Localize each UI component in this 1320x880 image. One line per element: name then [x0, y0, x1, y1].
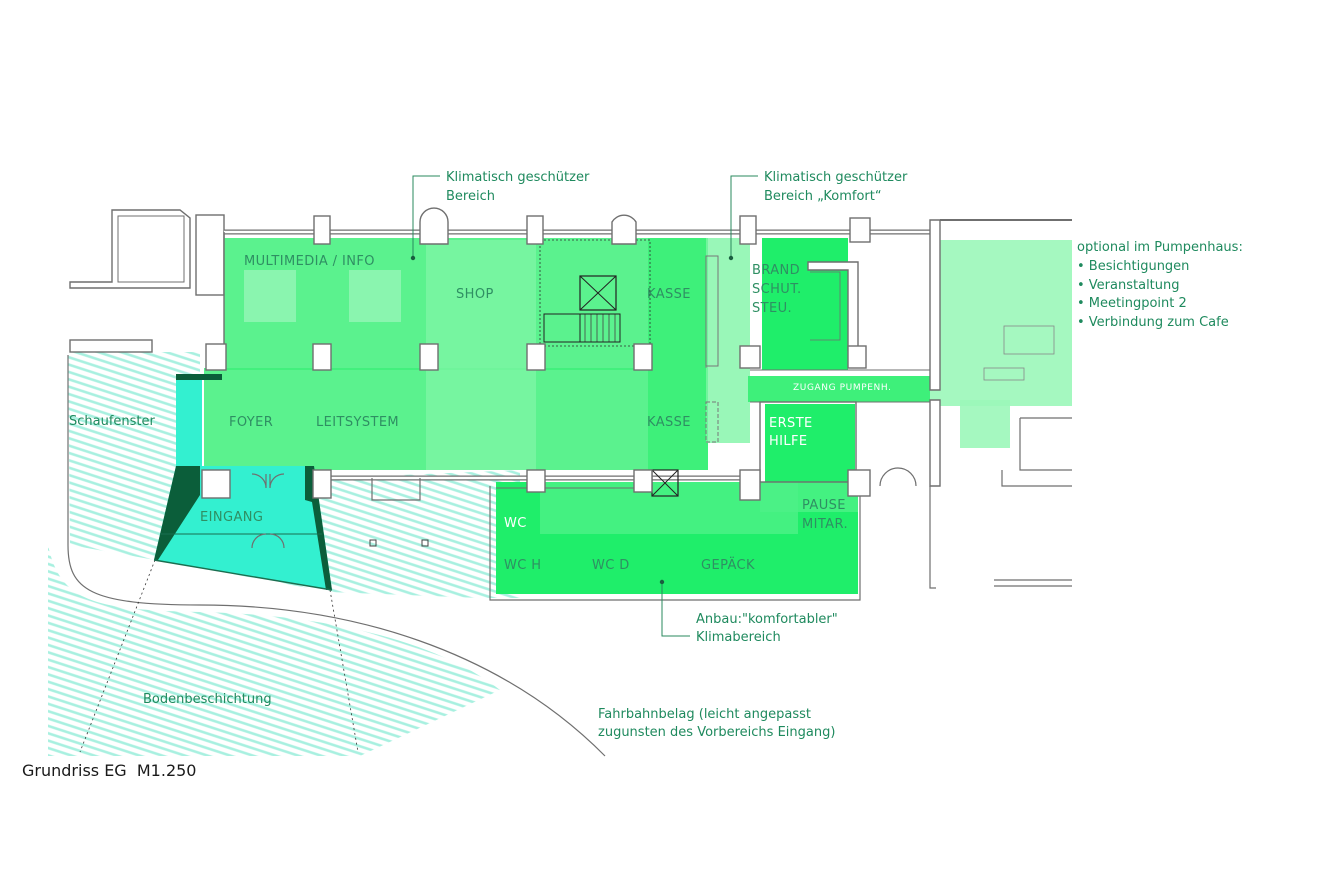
- note-bodenbeschichtung: Bodenbeschichtung: [143, 692, 272, 707]
- note-climate-1-line1: Klimatisch geschützer: [446, 170, 590, 185]
- note-pump-item-4: • Verbindung zum Cafe: [1077, 315, 1229, 330]
- stair-core: [539, 239, 679, 497]
- pump-house-walls: [879, 219, 1072, 589]
- note-climate-2-line2: Bereich „Komfort“: [764, 189, 882, 204]
- leader-lines: [410, 175, 758, 637]
- note-anbau-line2: Klimabereich: [696, 630, 781, 645]
- label-wch: WC H: [504, 558, 541, 573]
- label-leitsystem: LEITSYSTEM: [316, 415, 399, 430]
- columns: [201, 207, 871, 547]
- note-anbau-line1: Anbau:"komfortabler": [696, 612, 838, 627]
- label-wcd: WC D: [592, 558, 630, 573]
- note-schaufenster: Schaufenster: [69, 414, 156, 429]
- label-brand-3: STEU.: [752, 301, 792, 316]
- label-erste-2: HILFE: [769, 434, 808, 449]
- room-labels: MULTIMEDIA / INFO SHOP KASSE BRAND SCHUT…: [200, 254, 892, 573]
- plan-caption: Grundriss EG M1.250: [22, 761, 196, 780]
- note-pump-item-1: • Besichtigungen: [1077, 259, 1189, 274]
- label-pause-2: MITAR.: [802, 517, 848, 532]
- note-fahrbahn-line1: Fahrbahnbelag (leicht angepasst: [598, 707, 811, 722]
- entrance-zone: [153, 374, 333, 591]
- label-foyer: FOYER: [229, 415, 273, 430]
- comfort-zone: [748, 238, 1072, 482]
- label-wc: WC: [504, 516, 527, 531]
- note-climate-1-line2: Bereich: [446, 189, 495, 204]
- left-annex-walls: [69, 209, 225, 353]
- note-climate-2-line1: Klimatisch geschützer: [764, 170, 908, 185]
- note-fahrbahn-line2: zugunsten des Vorbereichs Eingang): [598, 725, 835, 740]
- label-kasse-top: KASSE: [647, 287, 691, 302]
- label-multimedia: MULTIMEDIA / INFO: [244, 254, 375, 269]
- label-eingang: EINGANG: [200, 510, 263, 525]
- label-gepaeck: GEPÄCK: [701, 557, 755, 573]
- note-pump-item-2: • Veranstaltung: [1077, 278, 1180, 293]
- anbau-zone: [496, 482, 858, 594]
- note-pump-title: optional im Pumpenhaus:: [1077, 240, 1243, 255]
- climate-zone-main: [204, 238, 750, 470]
- label-erste-1: ERSTE: [769, 416, 813, 431]
- label-kasse-bottom: KASSE: [647, 415, 691, 430]
- label-zugang: ZUGANG PUMPENH.: [793, 383, 892, 393]
- label-shop: SHOP: [456, 287, 494, 302]
- label-pause-1: PAUSE: [802, 498, 846, 513]
- annotations: Klimatisch geschützer Bereich Klimatisch…: [69, 170, 1243, 740]
- label-brand-2: SCHUT.: [752, 282, 802, 297]
- note-pump-item-3: • Meetingpoint 2: [1077, 296, 1187, 311]
- label-brand-1: BRAND: [752, 263, 800, 278]
